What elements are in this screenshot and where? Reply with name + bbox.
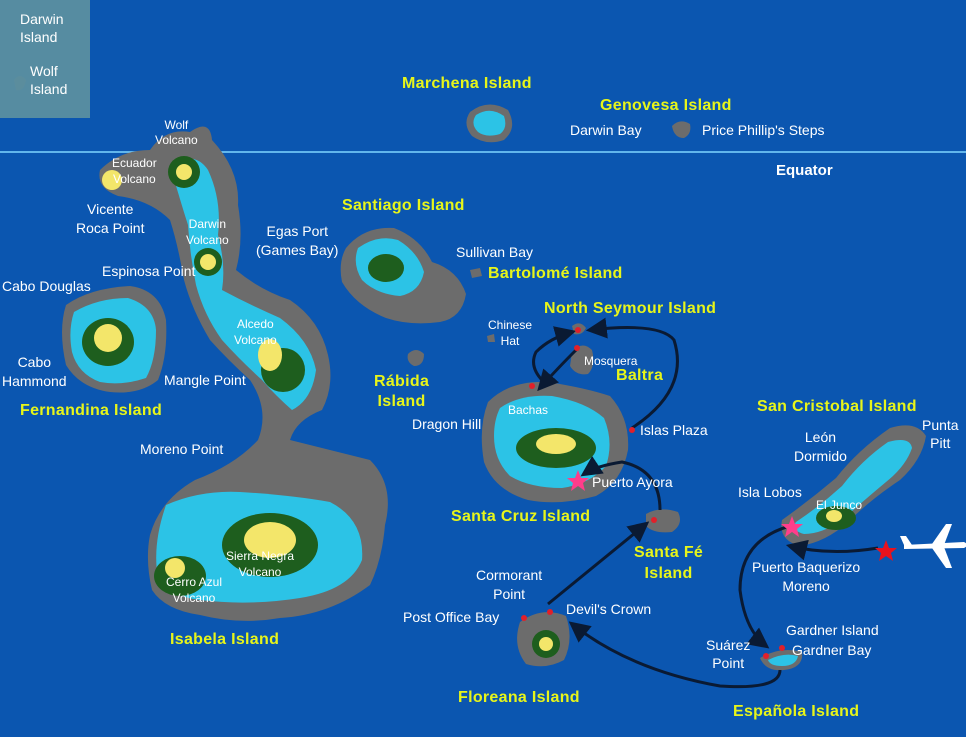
island-label-marchena: Marchena Island	[402, 75, 532, 92]
place-label-mangle-point: Mangle Point	[164, 372, 246, 388]
place-label-alcedo-volcano: Alcedo Volcano	[234, 317, 277, 347]
island-label-espanola: Española Island	[733, 703, 860, 720]
place-label-sierra-negra: Sierra Negra Volcano	[226, 549, 295, 579]
star-icon	[567, 470, 589, 491]
island-label-baltra: Baltra	[616, 367, 664, 384]
bartolome-island-shape	[470, 268, 482, 278]
fernandina-island-shape	[62, 286, 167, 393]
floreana-island-shape	[517, 612, 570, 667]
place-label-egas-port: Egas Port (Games Bay)	[256, 223, 339, 258]
place-label-wolf-volcano: Wolf Volcano	[155, 118, 198, 147]
baltra-island-shape	[570, 345, 594, 375]
place-label-puerto-baquerizo: Puerto Baquerizo Moreno	[752, 559, 861, 594]
place-label-islas-plaza: Islas Plaza	[640, 422, 708, 438]
place-label-isla-lobos: Isla Lobos	[738, 484, 802, 500]
inset-northern-islands	[0, 0, 90, 118]
santa-fe-island-shape	[646, 509, 680, 533]
island-label-genovesa: Genovesa Island	[600, 97, 732, 114]
place-label-puerto-ayora: Puerto Ayora	[592, 474, 673, 490]
route	[532, 317, 879, 689]
place-label-cabo-hammond: Cabo Hammond	[2, 354, 67, 389]
place-label-moreno-point: Moreno Point	[140, 441, 224, 457]
darwin-island-label: Darwin Island	[20, 11, 64, 45]
place-label-el-junco: El Junco	[816, 498, 863, 512]
espanola-island-shape	[760, 650, 803, 671]
place-label-prince-phillips-steps: Price Phillip's Steps	[702, 122, 825, 138]
genovesa-island-shape	[672, 121, 691, 138]
island-label-santiago: Santiago Island	[342, 197, 465, 214]
place-label-gardner-island: Gardner Island	[786, 622, 879, 638]
place-label-ecuador-volcano: Ecuador Volcano	[112, 156, 157, 186]
place-label-cabo-douglas: Cabo Douglas	[2, 278, 91, 294]
island-label-santa-cruz: Santa Cruz Island	[451, 508, 591, 525]
place-label-devils-crown: Devil's Crown	[566, 601, 652, 617]
island-label-santa-fe: Santa Fé Island	[634, 544, 704, 582]
equator-label: Equator	[776, 162, 833, 179]
star-icon	[875, 540, 897, 561]
island-label-bartolome: Bartolomé Island	[488, 265, 623, 282]
marchena-island-shape	[466, 104, 513, 143]
place-label-mosquera: Mosquera	[584, 354, 638, 368]
place-label-suarez-point: Suárez Point	[706, 637, 751, 671]
santiago-island-shape	[340, 227, 466, 324]
place-label-sullivan-bay: Sullivan Bay	[456, 244, 534, 260]
star-icon	[781, 516, 803, 537]
place-label-vicente-roca: Vicente Roca Point	[76, 201, 145, 236]
place-label-darwin-volcano: Darwin Volcano	[186, 217, 229, 247]
airplane-icon	[900, 524, 966, 568]
chinese-hat-shape	[487, 334, 495, 342]
place-label-cerro-azul: Cerro Azul Volcano	[166, 575, 223, 605]
island-label-north-seymour: North Seymour Island	[544, 300, 717, 317]
place-label-bachas: Bachas	[508, 403, 549, 417]
place-label-chinese-hat: Chinese Hat	[488, 318, 533, 348]
place-label-cormorant-point: Cormorant Point	[476, 567, 543, 602]
rabida-island-shape	[407, 350, 424, 366]
island-label-rabida: Rábida Island	[374, 373, 430, 410]
place-label-darwin-bay: Darwin Bay	[570, 122, 642, 138]
place-label-punta-pitt: Punta Pitt	[922, 417, 959, 451]
island-label-fernandina: Fernandina Island	[20, 402, 163, 419]
island-label-san-cristobal: San Cristobal Island	[757, 398, 917, 415]
visitor-sites	[521, 327, 785, 659]
place-label-post-office-bay: Post Office Bay	[403, 609, 500, 625]
place-label-gardner-bay: Gardner Bay	[792, 642, 872, 658]
san-cristobal-island-shape	[781, 425, 926, 546]
isabela-island-shape	[99, 126, 388, 621]
island-label-isabela: Isabela Island	[170, 631, 280, 648]
place-label-espinosa-point: Espinosa Point	[102, 263, 196, 279]
island-label-floreana: Floreana Island	[458, 689, 580, 706]
place-label-dragon-hill: Dragon Hill	[412, 416, 482, 432]
wolf-island-label: Wolf Island	[30, 63, 68, 97]
place-label-leon-dormido: León Dormido	[794, 429, 847, 464]
